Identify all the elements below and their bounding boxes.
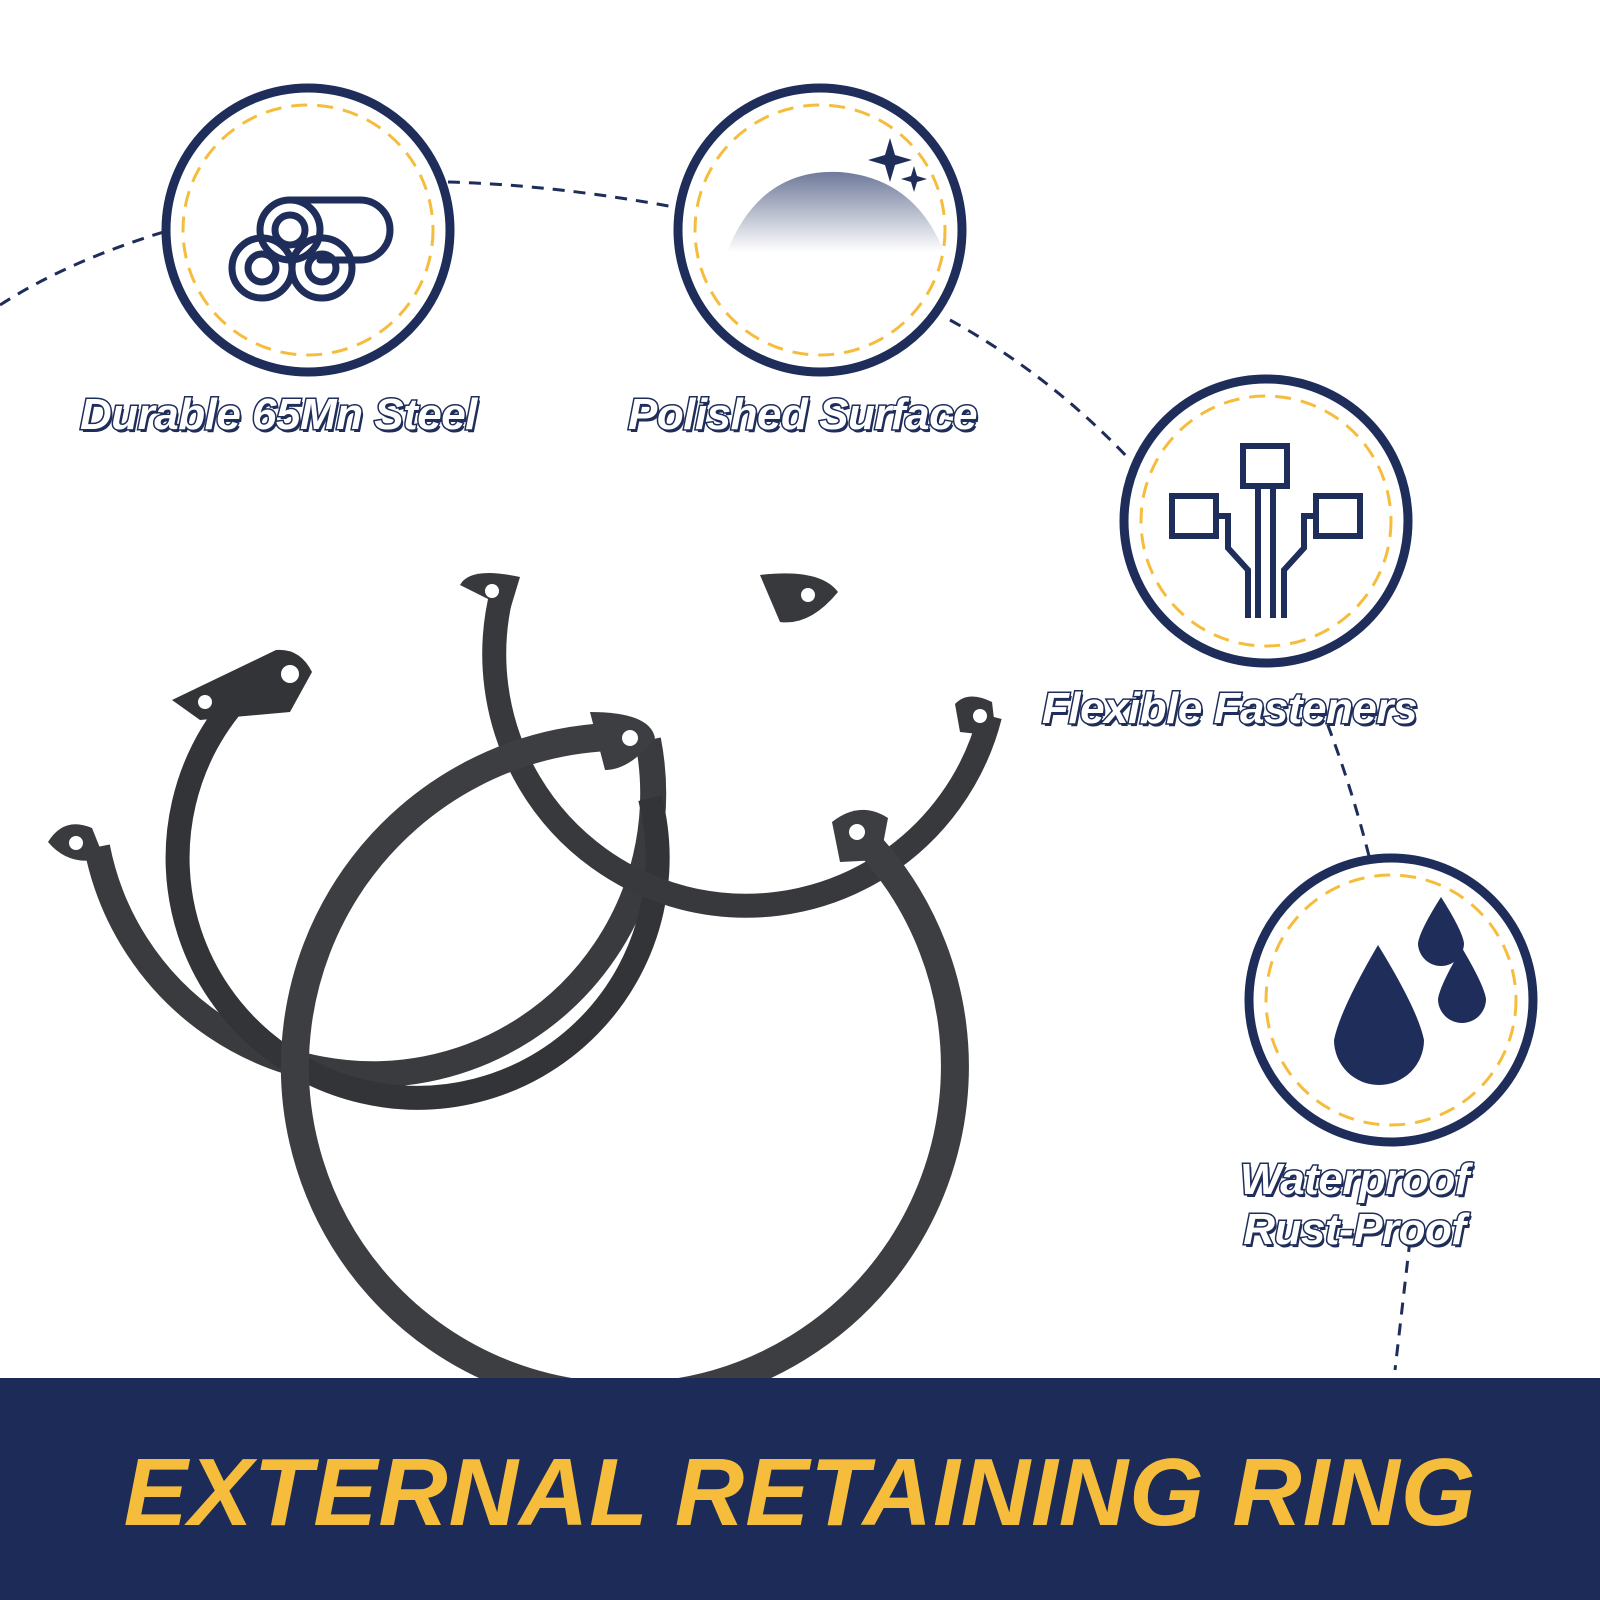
retaining-rings bbox=[48, 572, 1002, 1411]
feature-label-water-line2: Rust-Proof bbox=[1242, 1204, 1468, 1256]
feature-badge-water bbox=[1244, 853, 1538, 1147]
retaining-ring bbox=[165, 649, 670, 1110]
branch-connector-icon bbox=[1169, 443, 1363, 618]
feature-label-water: Waterproof Rust-Proof bbox=[1239, 1154, 1471, 1256]
steel-pipes-icon bbox=[228, 196, 394, 302]
feature-badge-polished bbox=[673, 83, 967, 377]
water-drops-icon bbox=[1334, 897, 1486, 1085]
feature-label-steel: Durable 65Mn Steel bbox=[79, 389, 479, 441]
shiny-dome-icon bbox=[727, 138, 944, 252]
feature-label-polished: Polished Surface bbox=[626, 389, 979, 441]
title-banner: EXTERNAL RETAINING RING bbox=[0, 1378, 1600, 1600]
dashed-connector-line bbox=[0, 180, 1412, 1371]
feature-label-water-line1: Waterproof bbox=[1239, 1154, 1471, 1206]
feature-badge-steel bbox=[161, 83, 455, 377]
feature-badge-flexible bbox=[1119, 374, 1413, 668]
banner-title: EXTERNAL RETAINING RING bbox=[123, 1439, 1477, 1546]
retaining-ring bbox=[460, 572, 1002, 918]
feature-label-flexible: Flexible Fasteners bbox=[1041, 683, 1419, 735]
retaining-ring bbox=[280, 712, 969, 1411]
